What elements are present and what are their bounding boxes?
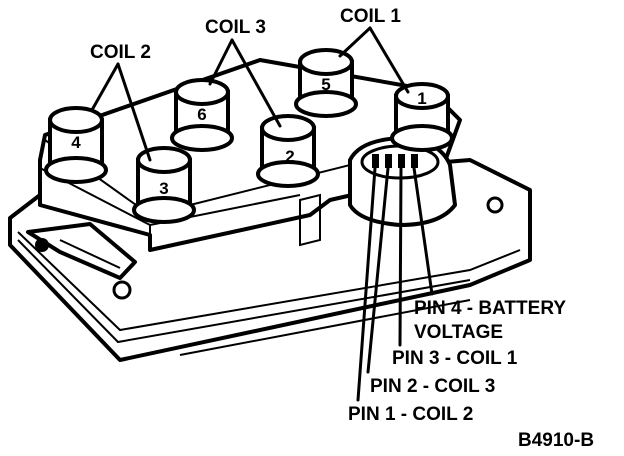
terminal-1: 1 [390, 82, 454, 152]
pin-4-label-line1: PIN 4 - BATTERY [414, 298, 566, 319]
terminal-3: 3 [132, 146, 196, 224]
pin-leader-lines [356, 166, 434, 402]
terminal-number-6: 6 [197, 105, 206, 124]
terminal-number-3: 3 [159, 179, 168, 198]
pin-4-label-line2: VOLTAGE [414, 322, 503, 343]
terminal-4: 4 [44, 106, 108, 184]
figure-code: B4910-B [518, 430, 594, 451]
terminal-6: 6 [170, 78, 234, 152]
coil-2-label: COIL 2 [90, 42, 151, 63]
pin-1-label: PIN 1 - COIL 2 [348, 404, 473, 425]
coil-leader-lines [90, 26, 410, 162]
coil-3-label: COIL 3 [205, 17, 266, 38]
terminal-number-2: 2 [285, 147, 294, 166]
pin-2-label: PIN 2 - COIL 3 [370, 376, 495, 397]
pin-connector [299, 136, 457, 247]
terminal-number-4: 4 [71, 133, 81, 152]
coil-1-label: COIL 1 [340, 6, 401, 27]
terminal-number-5: 5 [321, 75, 330, 94]
terminal-2: 2 [256, 114, 320, 188]
terminal-number-1: 1 [417, 89, 426, 108]
pin-3-label: PIN 3 - COIL 1 [392, 348, 518, 369]
terminal-5: 5 [294, 48, 358, 118]
